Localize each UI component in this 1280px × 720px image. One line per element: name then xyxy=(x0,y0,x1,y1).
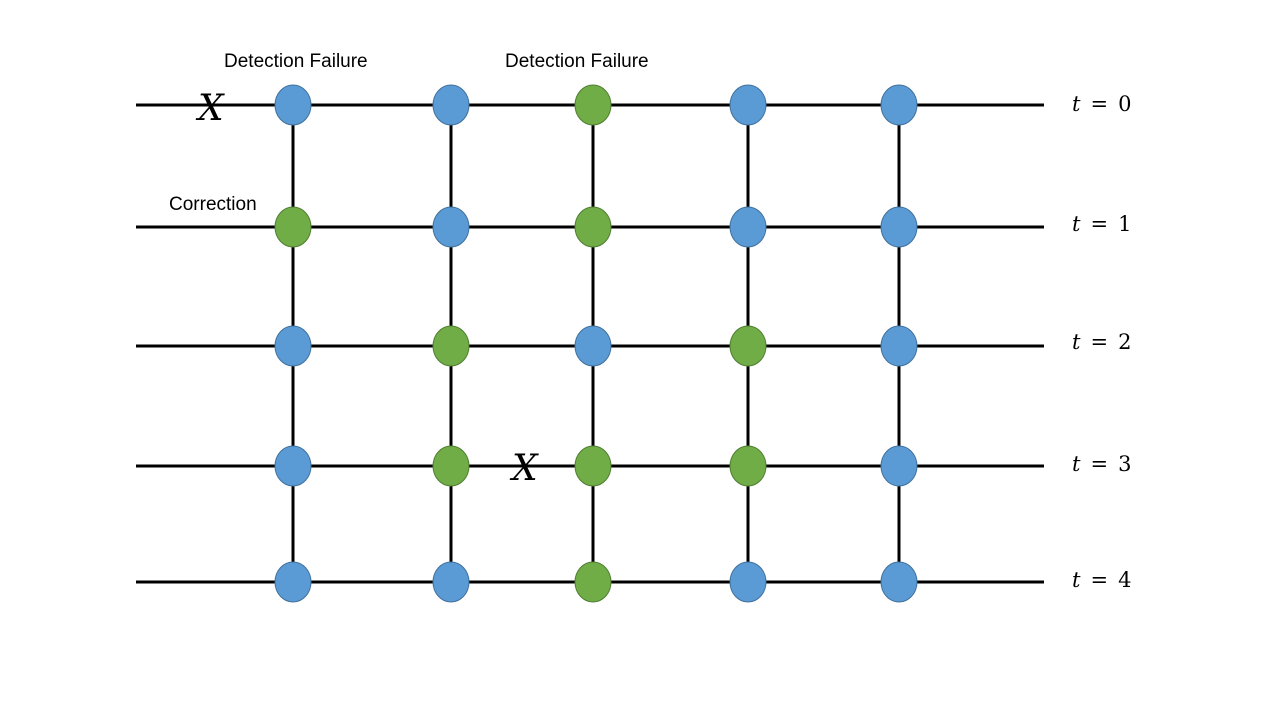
time-label-3: t=3 xyxy=(1072,452,1131,476)
time-label-0: t=0 xyxy=(1072,92,1131,116)
node-blue-r2-c2 xyxy=(574,325,612,367)
error-x-mark-1: X xyxy=(195,88,225,129)
node-blue-r3-c4 xyxy=(880,445,918,487)
node-blue-r0-c0 xyxy=(274,84,312,126)
node-blue-r4-c4 xyxy=(880,561,918,603)
node-blue-r4-c1 xyxy=(432,561,470,603)
node-blue-r2-c4 xyxy=(880,325,918,367)
node-blue-r4-c0 xyxy=(274,561,312,603)
node-blue-r4-c3 xyxy=(729,561,767,603)
grid-nodes xyxy=(274,84,918,603)
node-blue-r1-c3 xyxy=(729,206,767,248)
node-green-r4-c2 xyxy=(574,561,612,603)
node-blue-r2-c0 xyxy=(274,325,312,367)
detection-failure-label-1: Detection Failure xyxy=(224,51,368,72)
node-green-r3-c1 xyxy=(432,445,470,487)
node-blue-r1-c1 xyxy=(432,206,470,248)
error-x-mark-2: X xyxy=(509,448,539,489)
node-green-r3-c2 xyxy=(574,445,612,487)
time-label-2: t=2 xyxy=(1072,330,1131,354)
node-green-r2-c3 xyxy=(729,325,767,367)
node-green-r3-c3 xyxy=(729,445,767,487)
correction-label: Correction xyxy=(169,194,257,215)
node-green-r1-c0 xyxy=(274,206,312,248)
node-blue-r0-c3 xyxy=(729,84,767,126)
node-blue-r0-c1 xyxy=(432,84,470,126)
node-green-r1-c2 xyxy=(574,206,612,248)
time-labels: t=0 t=1 t=2 t=3 t=4 xyxy=(1072,92,1131,592)
node-blue-r1-c4 xyxy=(880,206,918,248)
detection-failure-label-2: Detection Failure xyxy=(505,51,649,72)
node-green-r0-c2 xyxy=(574,84,612,126)
time-label-1: t=1 xyxy=(1072,212,1131,236)
node-blue-r3-c0 xyxy=(274,445,312,487)
node-green-r2-c1 xyxy=(432,325,470,367)
node-blue-r0-c4 xyxy=(880,84,918,126)
time-label-4: t=4 xyxy=(1072,568,1131,592)
